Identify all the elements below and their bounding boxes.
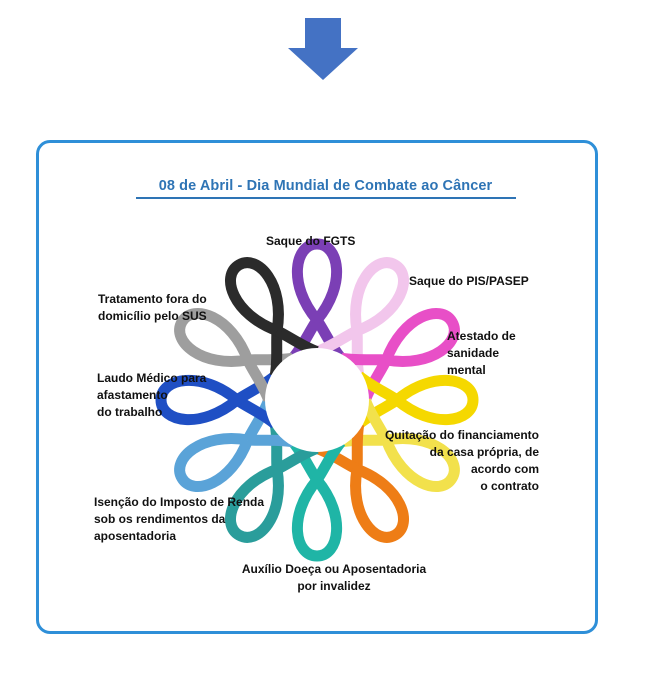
ribbon-loop (155, 374, 241, 426)
ribbon-loop (350, 464, 409, 543)
ribbon-loop (225, 257, 284, 336)
ribbon-loop (291, 476, 343, 562)
ribbon-loop (291, 238, 343, 324)
wreath-center (265, 348, 369, 452)
label-saque-pis-pasep: Saque do PIS/PASEP (409, 274, 529, 288)
ribbon-loop (174, 308, 253, 367)
ribbon-loop (393, 374, 479, 426)
label-saque-fgts: Saque do FGTS (266, 234, 356, 248)
down-arrow-icon (288, 18, 358, 80)
ribbon-loop (381, 433, 460, 492)
page-title: 08 de Abril - Dia Mundial de Combate ao … (158, 178, 493, 194)
ribbon-loop (174, 433, 253, 492)
ribbon-loop (381, 308, 460, 367)
ribbon-loop (225, 464, 284, 543)
title-underline (136, 197, 516, 199)
ribbon-loop (350, 257, 409, 336)
